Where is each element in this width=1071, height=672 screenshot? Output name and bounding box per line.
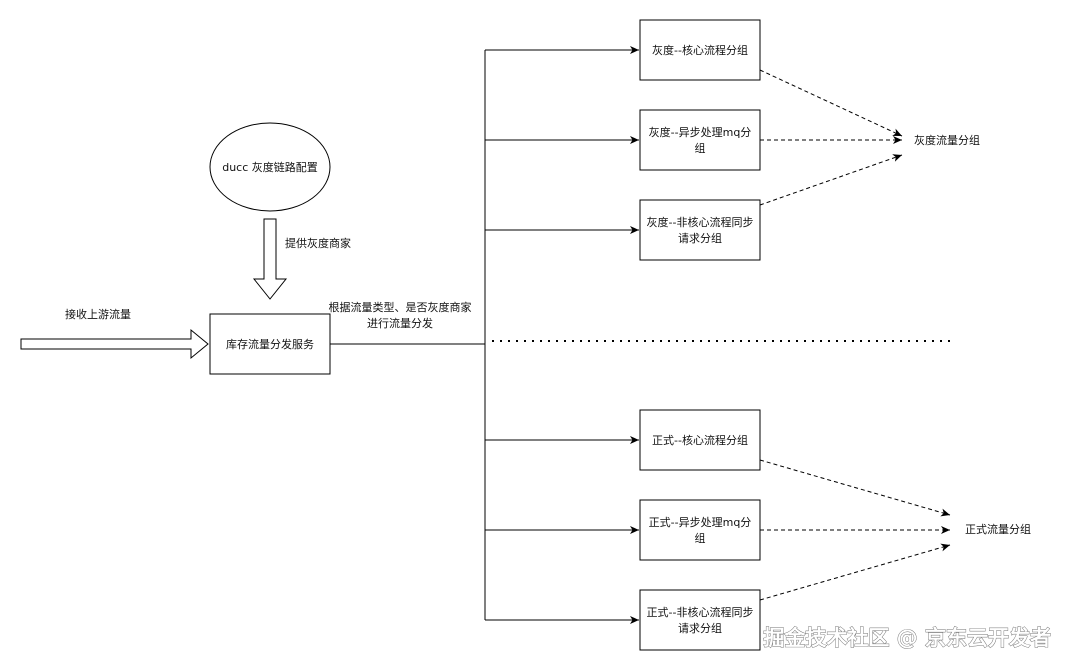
ducc-config-label: ducc 灰度链路配置 (222, 160, 318, 174)
service-label: 库存流量分发服务 (226, 337, 314, 351)
provide-gray-arrow (252, 218, 288, 300)
gray-noncore-label-line2: 请求分组 (678, 231, 722, 245)
prod-noncore-node (639, 589, 761, 651)
gray-core-to-group (759, 69, 903, 137)
prod-core-label: 正式--核心流程分组 (652, 433, 748, 447)
receive-upstream-label: 接收上游流量 (65, 307, 131, 321)
gray-group-label: 灰度流量分组 (914, 133, 980, 147)
provide-gray-label: 提供灰度商家 (285, 236, 351, 250)
prod-async-label-line1: 正式--异步处理mq分 (649, 516, 752, 529)
gray-noncore-label-line1: 灰度--非核心流程同步 (647, 215, 754, 229)
prod-core-to-group (759, 459, 951, 517)
prod-noncore-label-line1: 正式--非核心流程同步 (647, 605, 754, 619)
ducc-config-node (209, 122, 331, 212)
gray-async-node (639, 109, 761, 171)
gray-noncore-node (639, 199, 761, 261)
routing-label-line1: 根据流量类型、是否灰度商家 (329, 300, 472, 314)
upstream-arrow (20, 328, 209, 360)
gray-noncore-to-group (759, 154, 903, 206)
prod-async-label-line2: 组 (695, 531, 706, 545)
prod-noncore-to-group (759, 543, 951, 601)
prod-core-node (639, 409, 761, 471)
gray-async-label-line1: 灰度--异步处理mq分 (649, 125, 752, 139)
prod-async-node (639, 499, 761, 561)
routing-label-line2: 进行流量分发 (367, 316, 433, 330)
prod-noncore-label-line2: 请求分组 (678, 621, 722, 635)
gray-core-node (639, 19, 761, 81)
prod-group-label: 正式流量分组 (965, 522, 1031, 536)
service-node (209, 313, 331, 375)
gray-core-label: 灰度--核心流程分组 (652, 43, 748, 57)
watermark: 掘金技术社区 @ 京东云开发者 (763, 626, 1051, 650)
gray-async-label-line2: 组 (695, 141, 706, 155)
